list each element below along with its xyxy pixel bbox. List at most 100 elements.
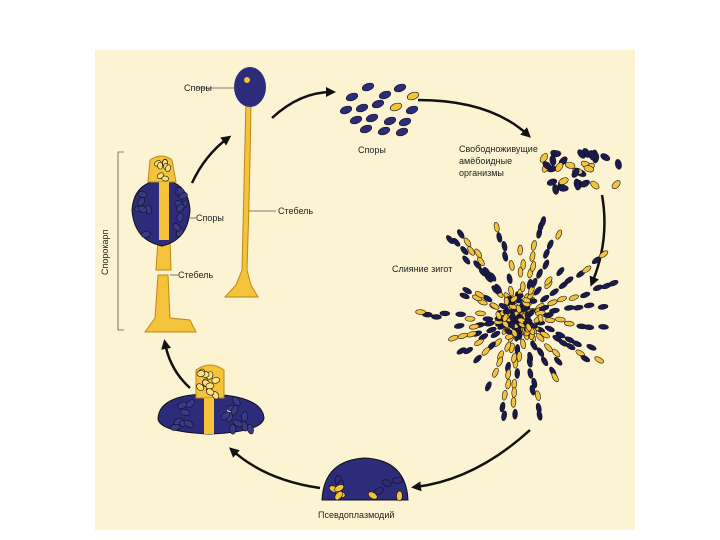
slug-body-cell xyxy=(183,419,194,428)
sporocarp-spore-cell xyxy=(176,203,185,212)
aggregating-cell xyxy=(597,304,609,310)
aggregating-cell xyxy=(502,251,509,262)
aggregating-cell xyxy=(454,323,465,329)
aggregating-cell xyxy=(517,244,523,256)
aggregating-cell xyxy=(556,267,565,276)
aggregating-cell xyxy=(431,314,442,320)
aggregating-cell xyxy=(474,338,484,347)
aggregating-cell xyxy=(529,251,536,262)
label-free-living-2: амёбоидные xyxy=(459,156,512,166)
aggregate-core-cell xyxy=(525,323,532,332)
aggregating-cell xyxy=(496,232,503,243)
aggregating-cell xyxy=(506,273,513,284)
aggregate-core-cell xyxy=(503,296,510,306)
aggregating-cell xyxy=(446,235,455,244)
label-spores-top: Споры xyxy=(184,83,212,93)
aggregating-cell xyxy=(530,277,538,288)
label-spores-cloud: Споры xyxy=(358,145,386,155)
aggregating-cell xyxy=(501,241,508,252)
mature-fruiting-body xyxy=(196,67,276,298)
aggregate-core-cell xyxy=(502,308,512,315)
aggregating-cell xyxy=(535,333,545,342)
aggregating-cell xyxy=(571,340,582,348)
spore xyxy=(393,83,407,93)
aggregating-cell xyxy=(452,237,461,247)
aggregating-cell xyxy=(508,260,515,271)
spore xyxy=(395,127,409,137)
amoeba xyxy=(615,159,622,170)
slug-cells xyxy=(170,368,254,435)
label-sporocarp: Спорокарп xyxy=(100,229,110,275)
aggregating-cell xyxy=(492,367,499,378)
aggregating-cell xyxy=(535,390,541,401)
aggregating-cell xyxy=(504,341,512,352)
aggregate-core-cell xyxy=(501,320,510,328)
aggregating-cell xyxy=(551,348,561,358)
aggregating-cell xyxy=(547,299,558,306)
aggregating-cell xyxy=(462,255,471,265)
sporocarp-cells xyxy=(134,158,188,238)
aggregating-cell xyxy=(530,261,537,272)
arrow-cloud-to-amoebae xyxy=(417,98,531,138)
aggregating-cell xyxy=(533,286,542,296)
spore xyxy=(371,99,385,109)
aggregate-core-cell xyxy=(537,314,544,323)
mound-cell xyxy=(334,484,345,492)
slug-cap-cell xyxy=(206,388,215,396)
slug-cap-cell xyxy=(211,376,220,384)
aggregating-cell xyxy=(544,276,553,286)
aggregating-cell xyxy=(499,401,506,413)
aggregating-cell xyxy=(542,259,550,270)
aggregating-cell xyxy=(530,340,538,351)
arrow-amoebae-to-aggregation xyxy=(589,194,606,287)
slug-body-cell xyxy=(185,399,195,408)
aggregating-cell xyxy=(459,292,470,300)
aggregating-cell xyxy=(448,335,459,342)
amoeba xyxy=(555,162,564,172)
aggregating-cell xyxy=(493,221,500,233)
aggregating-cell xyxy=(583,302,595,309)
spore-cloud xyxy=(339,82,420,137)
arrow-aggregation-to-pseudoplasmodium xyxy=(411,429,531,492)
sporocarp-spore-cell xyxy=(137,197,145,207)
mound-cell xyxy=(367,491,378,500)
label-free-living-1: Свободноживущие xyxy=(459,144,538,154)
amoeba xyxy=(588,150,596,161)
aggregating-cell xyxy=(485,381,492,392)
aggregate-core-cell xyxy=(509,312,516,322)
label-free-living-3: организмы xyxy=(459,168,504,178)
aggregating-cell xyxy=(508,285,514,297)
spore xyxy=(378,90,392,100)
aggregating-cell xyxy=(496,356,504,367)
aggregating-cell xyxy=(511,352,517,364)
label-pseudoplasmodium: Псевдоплазмодий xyxy=(318,510,394,520)
amoeba xyxy=(550,149,561,157)
amoeba xyxy=(564,161,576,169)
aggregating-cell xyxy=(586,344,597,351)
culmination-stage xyxy=(157,364,265,435)
spore xyxy=(406,91,420,101)
aggregating-cell xyxy=(582,265,592,274)
slug-body-cell xyxy=(220,411,230,421)
label-stalk-top: Стебель xyxy=(278,206,313,216)
amoeba xyxy=(571,168,580,178)
sporocarp-spore-cell xyxy=(176,212,184,223)
aggregating-cell xyxy=(572,304,584,311)
pseudoplasmodium-mound xyxy=(321,457,409,502)
label-spores-body: Споры xyxy=(196,213,224,223)
aggregating-cell xyxy=(608,280,619,287)
spore xyxy=(377,126,391,136)
aggregating-cell xyxy=(514,368,520,379)
mound-cell xyxy=(381,479,392,487)
spore xyxy=(405,105,419,115)
spore xyxy=(365,113,379,123)
aggregating-cell xyxy=(511,387,517,398)
aggregating-cell xyxy=(564,276,574,285)
slug-cap-cell xyxy=(196,383,205,391)
aggregating-cell xyxy=(568,294,579,301)
amoeba xyxy=(542,161,552,170)
aggregating-cell xyxy=(462,287,472,295)
sporocarp xyxy=(117,151,197,333)
aggregating-cell xyxy=(468,323,480,330)
amoeba xyxy=(580,179,590,188)
